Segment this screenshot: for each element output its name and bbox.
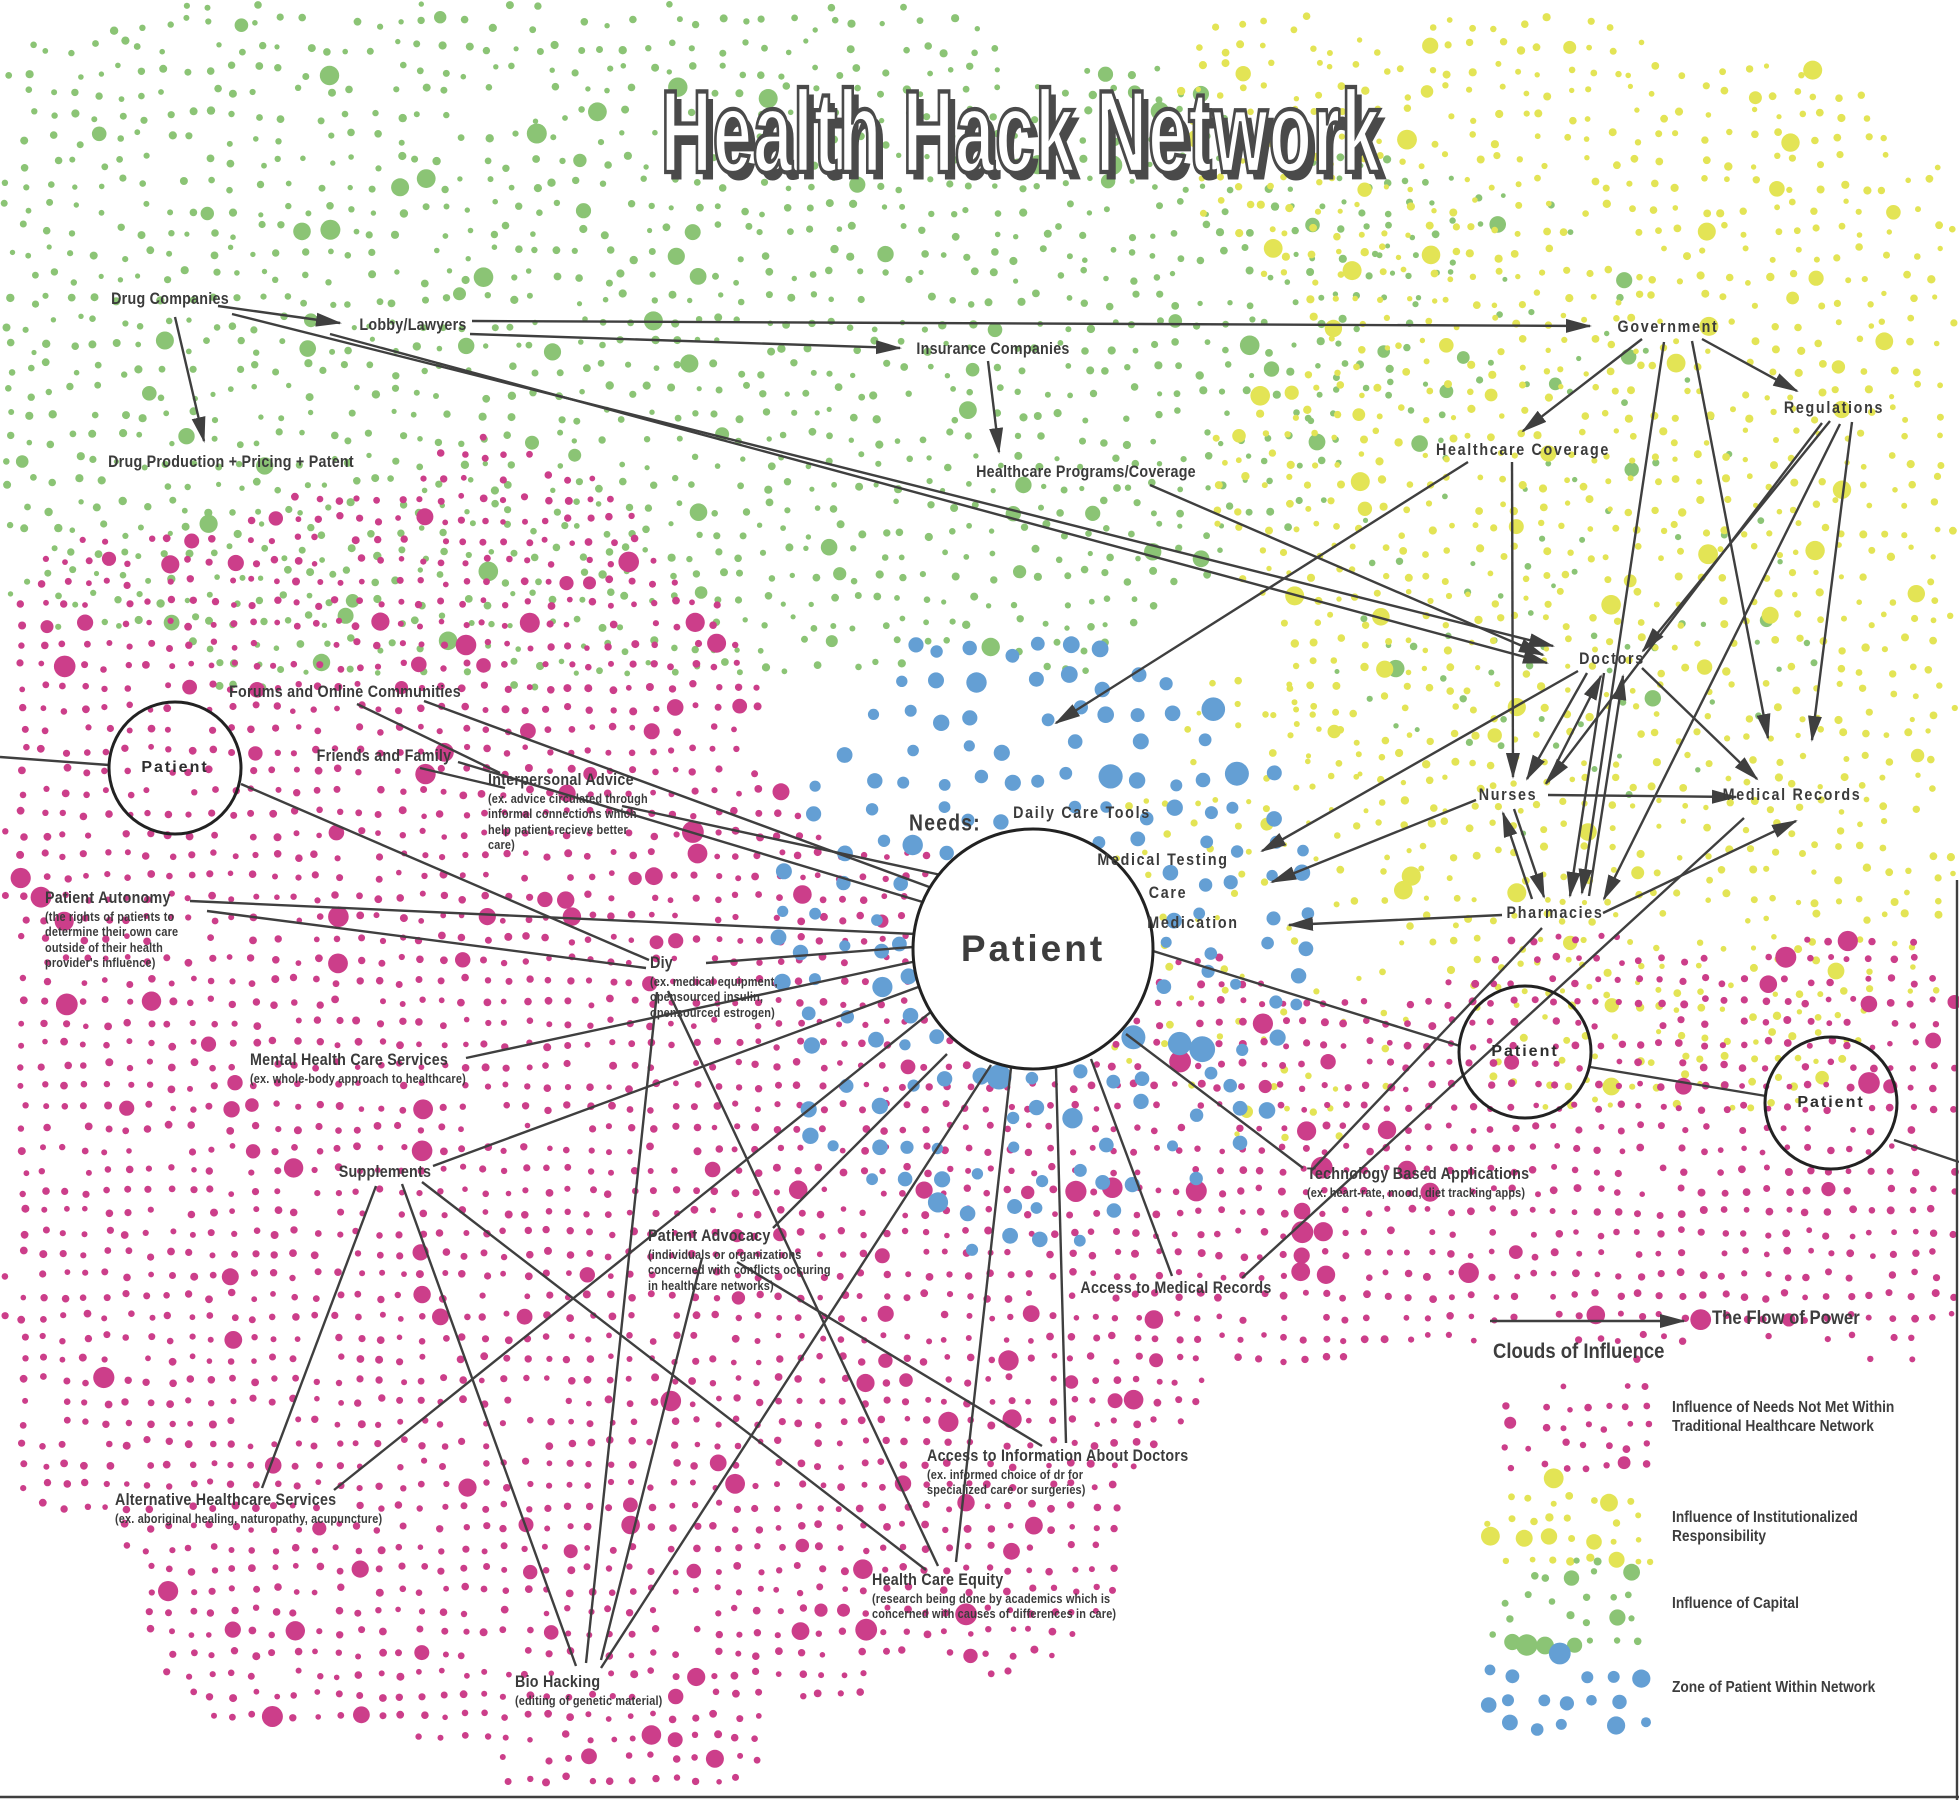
connection-line-59 xyxy=(260,1185,378,1489)
connection-line-3 xyxy=(469,332,902,355)
connection-line-51 xyxy=(1893,1138,1959,1164)
page-title: Health Hack Network Health Hack Network xyxy=(659,65,1386,205)
connection-line-41 xyxy=(1054,1067,1068,1444)
patient-circle-0 xyxy=(911,827,1155,1071)
connection-line-47 xyxy=(419,766,506,790)
legend-item-zone-of-patient: Zone of Patient Within Network xyxy=(1672,1679,1876,1696)
connection-line-53 xyxy=(400,1183,578,1667)
connection-line-4 xyxy=(986,360,1004,454)
connection-line-32 xyxy=(457,760,927,905)
connection-line-9 xyxy=(1521,338,1643,433)
connection-line-0 xyxy=(217,304,342,327)
dot-cloud-9 xyxy=(1480,1642,1651,1736)
connection-line-15 xyxy=(1546,422,1823,784)
clouds-of-influence-title: Clouds of Influence xyxy=(1493,1340,1665,1363)
connection-line-34 xyxy=(465,959,918,1060)
connection-line-27 xyxy=(1260,669,1579,853)
connection-line-10 xyxy=(1701,337,1799,393)
connection-line-46 xyxy=(356,702,501,775)
connection-line-30 xyxy=(621,804,942,877)
connection-line-23 xyxy=(1547,789,1738,804)
page-title-shadow: Health Hack Network xyxy=(666,74,1388,205)
connection-line-17 xyxy=(1505,461,1520,779)
connection-line-1 xyxy=(173,316,206,443)
legend-item-needs-not-met: Influence of Needs Not Met Within Tradit… xyxy=(1672,1399,1895,1436)
connection-line-37 xyxy=(772,1053,948,1229)
connection-line-19 xyxy=(1544,674,1603,785)
dot-cloud-5 xyxy=(770,636,1315,1256)
connection-line-5 xyxy=(231,312,1555,648)
connection-line-20 xyxy=(1566,672,1606,898)
dot-cloud-6 xyxy=(1501,1383,1653,1473)
connection-line-56 xyxy=(666,990,940,1567)
connection-line-6 xyxy=(329,332,1549,665)
legend-item-influence-of-capital: Influence of Capital xyxy=(1672,1595,1799,1612)
connection-line-48 xyxy=(206,909,647,970)
connection-line-14 xyxy=(1808,421,1854,742)
connection-line-57 xyxy=(421,1181,927,1571)
connection-line-60 xyxy=(1241,817,1745,1279)
patient-circle-1 xyxy=(107,700,243,836)
connection-line-12 xyxy=(1690,340,1771,740)
connection-line-35 xyxy=(705,945,914,965)
connection-line-22 xyxy=(1641,667,1759,781)
connection-line-54 xyxy=(584,991,659,1664)
connection-line-52 xyxy=(1311,927,1543,1171)
legend-item-institutionalized-responsibility: Influence of Institutionalized Responsib… xyxy=(1672,1509,1858,1546)
patient-circle-2 xyxy=(1457,984,1593,1120)
connection-line-8 xyxy=(1054,460,1469,725)
connection-line-45 xyxy=(240,782,650,962)
connection-line-24 xyxy=(1512,808,1546,899)
dot-cloud-3 xyxy=(1111,676,1409,1142)
dot-cloud-8 xyxy=(1489,1557,1642,1656)
flow-of-power-lines xyxy=(0,304,1959,1800)
connection-line-50 xyxy=(1589,1065,1767,1098)
connection-line-16 xyxy=(1602,423,1842,901)
connection-line-25 xyxy=(1501,811,1534,900)
connection-line-40 xyxy=(954,1067,1013,1563)
connection-line-21 xyxy=(1587,674,1627,897)
connection-line-31 xyxy=(423,699,933,890)
connection-line-58 xyxy=(736,1260,1043,1448)
connection-line-39 xyxy=(333,1010,933,1491)
connection-line-7 xyxy=(1149,483,1545,657)
connection-line-2 xyxy=(471,318,1592,333)
connection-line-26 xyxy=(1602,819,1798,915)
connection-line-38 xyxy=(599,1064,993,1669)
patient-circle-3 xyxy=(1763,1035,1899,1171)
dot-cloud-4 xyxy=(1,433,1959,1787)
connection-line-55 xyxy=(599,1257,704,1661)
connection-line-28 xyxy=(1270,798,1477,884)
connection-line-44 xyxy=(0,755,110,767)
connection-line-42 xyxy=(1089,1058,1174,1277)
dot-cloud-7 xyxy=(1481,1468,1654,1568)
connection-line-11 xyxy=(1578,341,1666,895)
connection-line-36 xyxy=(432,984,922,1168)
connection-line-49 xyxy=(1152,949,1461,1048)
patient-circles xyxy=(107,700,1899,1171)
dot-cloud-0 xyxy=(0,1,1440,692)
flow-of-power-label: The Flow of Power xyxy=(1712,1308,1860,1329)
connection-line-29 xyxy=(1287,913,1503,931)
connection-line-18 xyxy=(1525,672,1589,781)
connection-line-43 xyxy=(1125,1033,1304,1169)
